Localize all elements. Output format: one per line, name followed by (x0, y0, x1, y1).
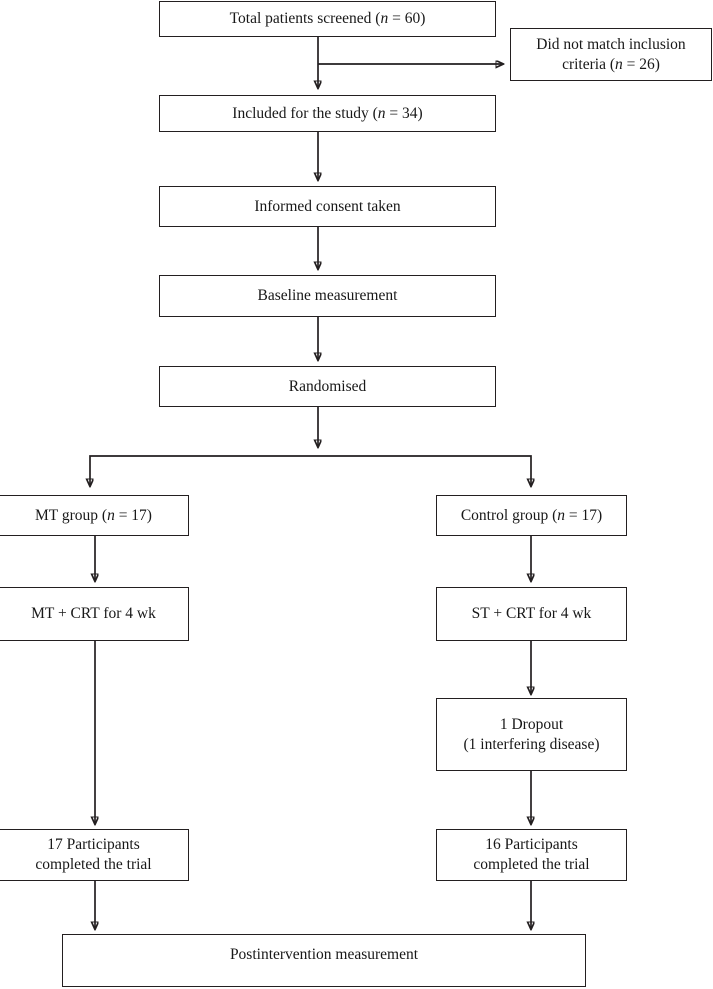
node-randomised: Randomised (159, 366, 496, 407)
node-informed-consent-label: Informed consent taken (254, 197, 401, 215)
node-dropout-label: 1 Dropout (1 interfering disease) (463, 715, 600, 753)
node-mt-completed: 17 Participants completed the trial (0, 829, 189, 881)
node-postintervention-label: Postintervention measurement (229, 946, 419, 963)
node-control-completed: 16 Participants completed the trial (436, 829, 627, 881)
node-baseline-measurement: Baseline measurement (159, 275, 496, 317)
node-mt-intervention: MT + CRT for 4 wk (0, 587, 189, 641)
node-mt-completed-label: 17 Participants completed the trial (35, 836, 152, 873)
node-dropout: 1 Dropout (1 interfering disease) (436, 698, 627, 771)
node-total-screened-label: Total patients screened (n = 60) (229, 10, 426, 28)
node-st-intervention-label: ST + CRT for 4 wk (471, 605, 592, 623)
edge-fork-right (318, 455, 531, 486)
node-postintervention: Postintervention measurement (62, 934, 586, 987)
node-included-label: Included for the study (n = 34) (232, 104, 423, 122)
node-total-screened: Total patients screened (n = 60) (159, 1, 496, 37)
node-control-group: Control group (n = 17) (436, 495, 627, 536)
node-st-intervention: ST + CRT for 4 wk (436, 587, 627, 641)
node-baseline-measurement-label: Baseline measurement (257, 287, 398, 305)
node-mt-group-label: MT group (n = 17) (35, 506, 152, 524)
node-included: Included for the study (n = 34) (159, 95, 496, 132)
node-informed-consent: Informed consent taken (159, 186, 496, 227)
node-mt-intervention-label: MT + CRT for 4 wk (31, 605, 156, 623)
node-control-completed-label: 16 Participants completed the trial (473, 836, 590, 873)
node-control-group-label: Control group (n = 17) (460, 506, 603, 524)
node-randomised-label: Randomised (288, 377, 367, 395)
node-mt-group: MT group (n = 17) (0, 495, 189, 536)
edge-fork-left (90, 455, 318, 486)
